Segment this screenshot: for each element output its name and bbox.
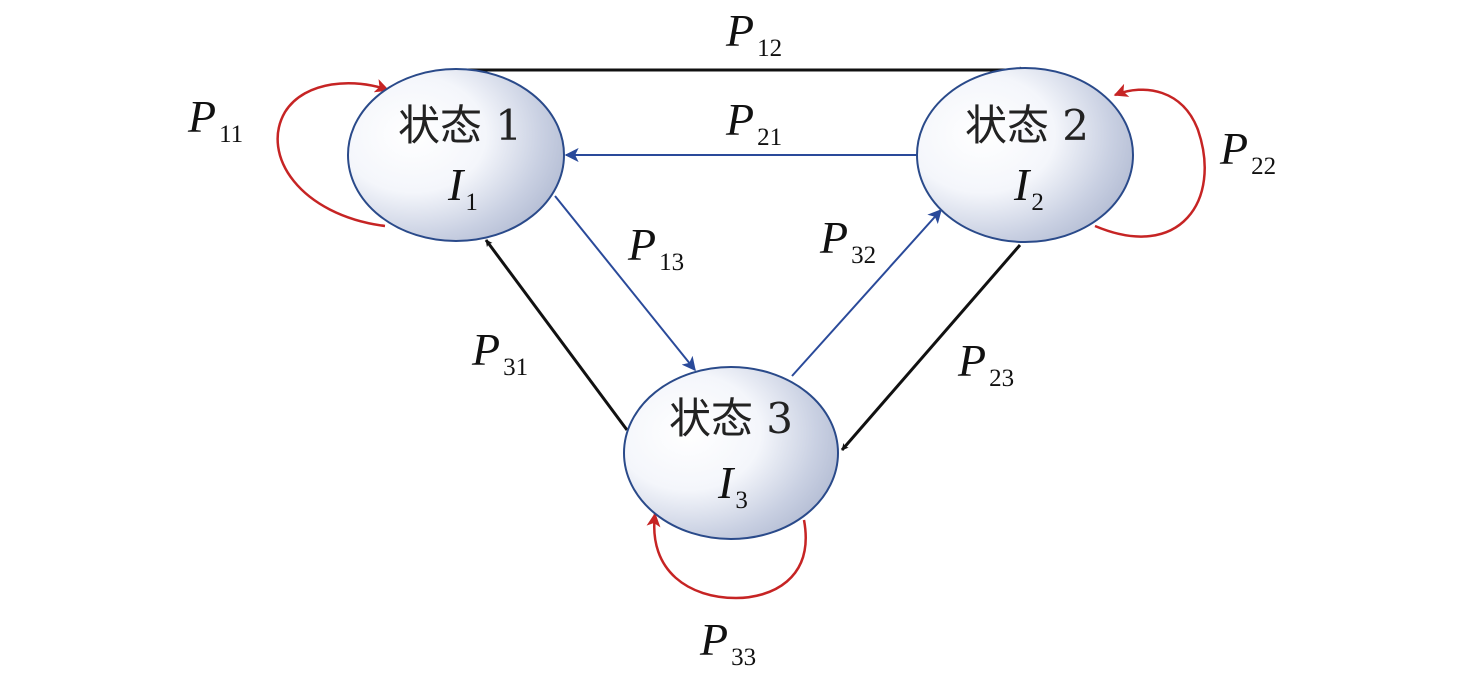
edges	[276, 66, 1206, 600]
edge-p33	[646, 512, 807, 600]
state-node-3: 状态 3 I3	[623, 366, 839, 540]
state-label: 状态 2	[965, 101, 1089, 150]
state-ellipse	[347, 68, 565, 242]
state-ellipse	[916, 67, 1134, 243]
edge-p32	[791, 208, 942, 377]
state-node-2: 状态 2 I2	[916, 67, 1134, 243]
edge-p31	[484, 239, 629, 431]
state-label: 状态 3	[669, 394, 793, 443]
state-variable: I3	[717, 457, 748, 514]
state-node-1: 状态 1 I1	[347, 68, 565, 242]
edge-p11	[276, 79, 390, 228]
state-variable: I1	[447, 159, 478, 216]
state-variable: I2	[1013, 159, 1044, 216]
state-ellipse	[623, 366, 839, 540]
edge-p13	[554, 195, 696, 372]
state-label: 状态 1	[398, 101, 522, 150]
edge-p23	[840, 244, 1022, 451]
edge-p22	[1094, 83, 1206, 238]
